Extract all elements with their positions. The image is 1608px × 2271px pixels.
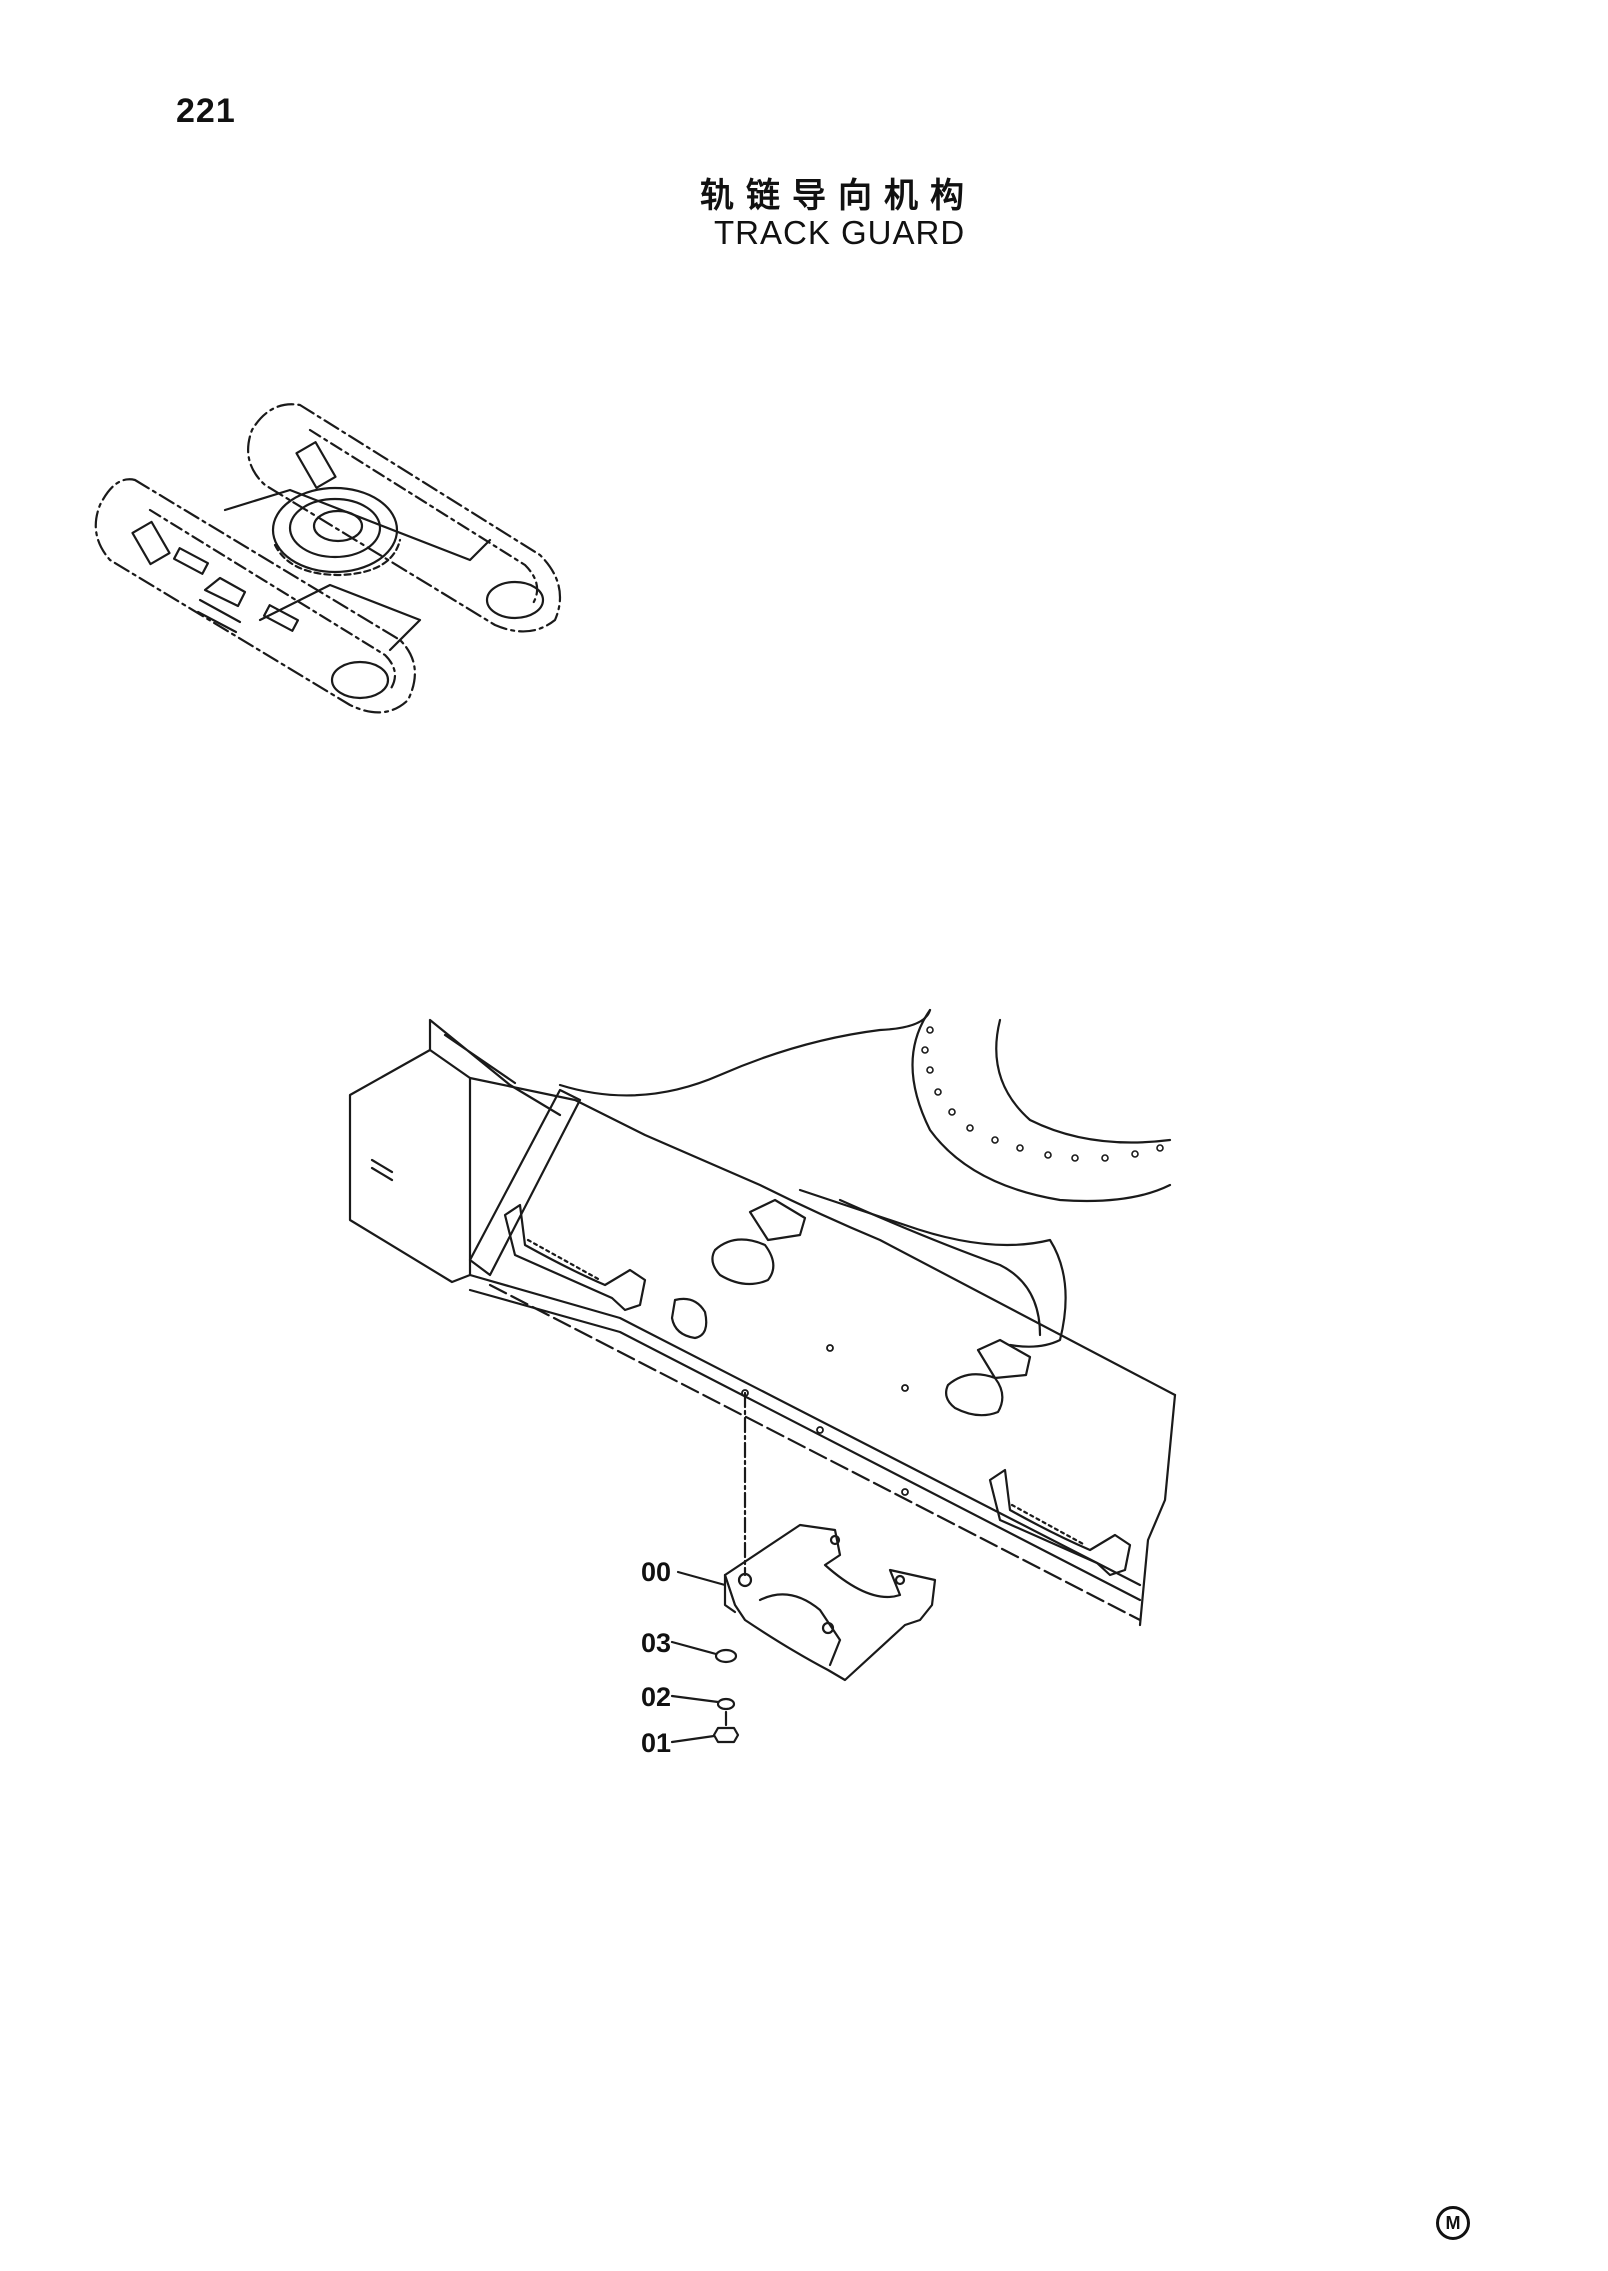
track-guard-bolt-hole-3 xyxy=(829,1534,841,1546)
leader-line-02 xyxy=(670,1694,720,1704)
overview-front-track xyxy=(94,478,416,714)
overview-rear-bracket xyxy=(295,441,337,489)
callout-02: 02 xyxy=(641,1682,672,1712)
access-hole-1 xyxy=(711,1238,775,1286)
deck-bolt-holes xyxy=(741,1344,909,1496)
frame-right-end xyxy=(1138,1393,1177,1627)
overview-front-bracket-1 xyxy=(131,520,171,566)
lock-washer-02 xyxy=(716,1697,736,1711)
track-frame-assembly xyxy=(348,1008,1177,1627)
bolt-01 xyxy=(712,1710,740,1744)
access-hole-2 xyxy=(670,1297,708,1340)
overview-swing-gear-arc xyxy=(273,538,402,577)
overview-track-guard-1 xyxy=(172,547,210,575)
overview-front-idler xyxy=(330,660,390,700)
roller-guard-bracket-left-teeth xyxy=(526,1238,602,1282)
roller-guard-bracket-right xyxy=(988,1468,1132,1577)
track-guard-part xyxy=(723,1523,937,1682)
swing-circle-bolt-holes xyxy=(921,1026,1164,1162)
roller-guard-bracket-left xyxy=(503,1203,647,1312)
undercarriage-overview xyxy=(94,403,562,714)
overview-swing-ring-inner xyxy=(288,497,382,559)
callout-01: 01 xyxy=(641,1728,672,1758)
callout-00: 00 xyxy=(641,1557,672,1587)
frame-bottom-edge xyxy=(488,1283,1142,1622)
frame-end-slot xyxy=(370,1158,394,1182)
leader-line-00 xyxy=(676,1570,727,1587)
page-title-cn: 轨链导向机构 xyxy=(700,176,976,216)
overview-track-guard-2 xyxy=(262,604,300,632)
swing-circle-outer xyxy=(911,1008,1172,1203)
overview-swing-ring-outer xyxy=(271,486,399,574)
leader-line-03 xyxy=(670,1640,718,1656)
overview-guard-highlight xyxy=(196,576,247,634)
roller-guard-bracket-right-teeth xyxy=(1010,1503,1087,1547)
track-guard-bolt-hole-2 xyxy=(821,1621,835,1635)
washer-03 xyxy=(714,1648,738,1664)
track-guard-bolt-hole-1 xyxy=(737,1572,753,1588)
manual-mark: M xyxy=(1436,2206,1470,2240)
access-hole-3 xyxy=(945,1373,1004,1417)
page-number: 221 xyxy=(176,92,236,130)
frame-upper-flange xyxy=(428,1018,562,1117)
page-title-en: TRACK GUARD xyxy=(714,214,966,251)
callout-03: 03 xyxy=(641,1628,672,1658)
frame-cross-member xyxy=(468,1088,582,1277)
overview-rear-track xyxy=(247,403,562,633)
overview-swing-ring-core xyxy=(312,509,364,543)
swing-circle-inner xyxy=(995,1018,1172,1144)
overview-front-track-inner xyxy=(148,508,397,692)
overview-rear-track-inner xyxy=(308,428,539,607)
frame-side-wall xyxy=(468,1273,1142,1602)
track-guard-inner-wall xyxy=(758,1593,842,1667)
mounting-pad-1 xyxy=(748,1198,807,1242)
frame-top-edge xyxy=(468,1076,1177,1397)
frame-top-ridge xyxy=(558,1008,932,1097)
mounting-pad-2 xyxy=(976,1338,1032,1380)
track-guard-bolt-hole-4 xyxy=(894,1574,906,1586)
leader-line-01 xyxy=(670,1734,716,1744)
frame-end-plate xyxy=(348,1048,472,1284)
frame-center-body-inner xyxy=(838,1198,1042,1337)
overview-rear-idler xyxy=(485,580,545,620)
track-guard-body xyxy=(723,1523,937,1682)
